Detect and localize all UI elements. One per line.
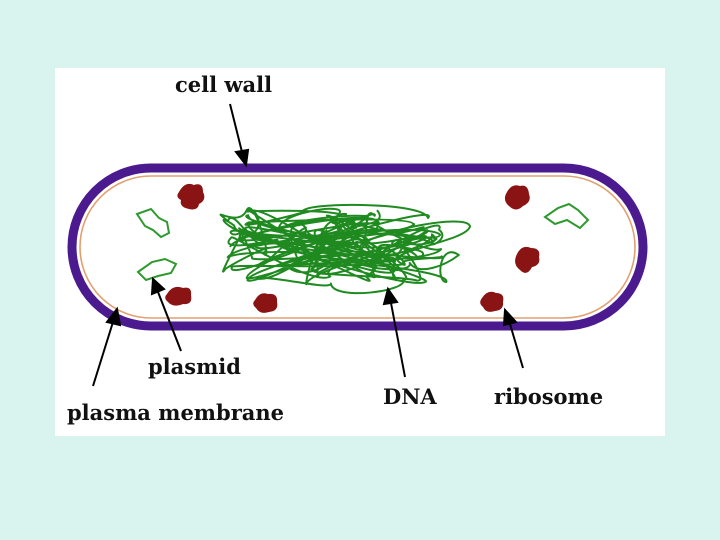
dna-tangle — [220, 205, 470, 293]
ribosome — [253, 293, 277, 313]
ribosome — [177, 184, 204, 210]
ribosome — [165, 287, 191, 306]
label-plasma-membrane: plasma membrane — [67, 402, 284, 423]
arrow-plasma-membrane — [93, 322, 113, 386]
plasmid — [545, 204, 588, 228]
ribosome — [505, 185, 530, 209]
label-cell-wall: cell wall — [175, 74, 272, 95]
ribosome — [480, 292, 503, 312]
label-dna: DNA — [383, 386, 437, 407]
arrow-cell-wall-head — [236, 150, 248, 165]
label-ribosome: ribosome — [494, 386, 603, 407]
label-plasmid: plasmid — [148, 356, 241, 377]
arrow-dna-head — [384, 289, 397, 304]
arrow-ribosome — [510, 324, 523, 368]
ribosome — [515, 247, 539, 273]
arrow-cell-wall — [230, 104, 242, 152]
arrow-dna — [391, 303, 405, 377]
bacterial-cell-diagram: cell wall plasmid plasma membrane DNA ri… — [55, 68, 665, 436]
plasmid — [137, 209, 169, 237]
arrow-plasmid-head — [152, 279, 164, 294]
plasmid — [138, 259, 176, 280]
